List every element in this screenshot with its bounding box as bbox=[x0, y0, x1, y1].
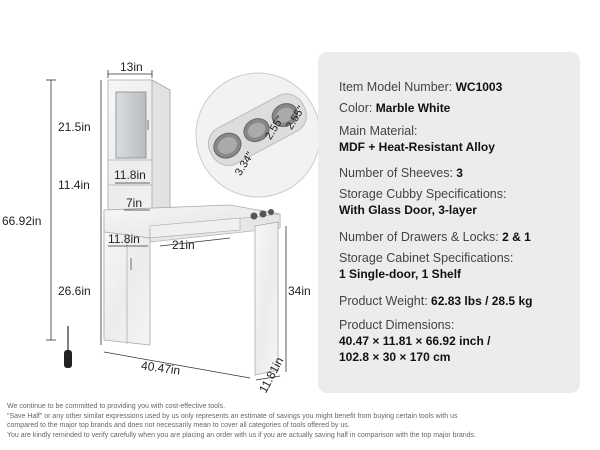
spec-model: Item Model Number: WC1003 bbox=[339, 80, 503, 94]
disclaimer: We continue to be committed to providing… bbox=[7, 402, 599, 440]
screwdriver-illustration bbox=[64, 326, 72, 368]
height-dimension-line bbox=[46, 79, 56, 341]
upper-cabinet bbox=[107, 79, 171, 216]
spec-panel bbox=[318, 52, 580, 393]
dim-shelf-depth: 11.8in bbox=[114, 168, 146, 182]
disclaimer-line: We continue to be committed to providing… bbox=[7, 403, 226, 410]
product-diagram: 13in 21.5in 11.4in 11.8in 7in 66.92in 11… bbox=[0, 0, 321, 400]
disclaimer-line: compared to the major top brands and doe… bbox=[7, 422, 350, 430]
dim-top-width: 13in bbox=[120, 60, 143, 74]
cup-holder-inset bbox=[195, 72, 321, 198]
dim-desk-height: 34in bbox=[288, 284, 311, 298]
base-width-line bbox=[103, 351, 251, 379]
dim-cabinet-height: 26.6in bbox=[58, 284, 91, 298]
spec-shelves: Number of Sheeves: 3 bbox=[339, 166, 463, 180]
right-leg bbox=[254, 221, 279, 376]
spec-dimensions: Product Dimensions: 40.47 × 11.81 × 66.9… bbox=[339, 318, 491, 364]
top-width-line bbox=[107, 70, 153, 78]
disclaimer-line: You are kindly reminded to verify carefu… bbox=[7, 431, 476, 439]
drawer bbox=[149, 217, 241, 239]
desk-top bbox=[103, 204, 281, 243]
glass-door bbox=[115, 91, 147, 159]
spec-drawers: Number of Drawers & Locks: 2 & 1 bbox=[339, 230, 531, 244]
dim-drawer-width: 21in bbox=[172, 238, 195, 252]
spec-cubby: Storage Cubby Specifications: With Glass… bbox=[339, 187, 507, 217]
station-illustration bbox=[46, 70, 321, 381]
lower-cabinet bbox=[103, 231, 151, 346]
disclaimer-line: "Save Half" or any other similar express… bbox=[7, 412, 458, 420]
dim-total-height: 66.92in bbox=[2, 214, 42, 228]
dim-desk-lower-depth: 11.8in bbox=[108, 232, 140, 246]
spec-weight: Product Weight: 62.83 lbs / 28.5 kg bbox=[339, 294, 533, 308]
spec-color: Color: Marble White bbox=[339, 101, 451, 115]
spec-cabinet: Storage Cabinet Specifications: 1 Single… bbox=[339, 251, 514, 281]
dim-mirror-height: 21.5in bbox=[58, 120, 91, 134]
dim-shelf-height: 11.4in bbox=[58, 178, 90, 192]
spec-material: Main Material: MDF + Heat-Resistant Allo… bbox=[339, 124, 495, 154]
dim-desk-depth: 7in bbox=[126, 196, 143, 210]
